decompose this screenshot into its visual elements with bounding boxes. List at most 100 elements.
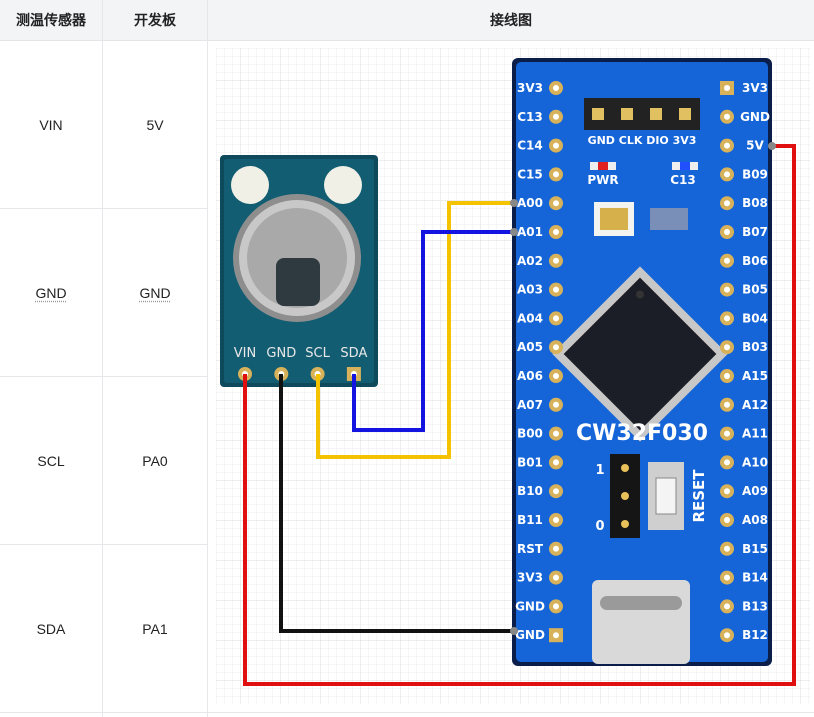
header-pin bbox=[679, 108, 691, 120]
board-pin-label: GND bbox=[740, 110, 770, 124]
board-pin-hole bbox=[724, 517, 730, 523]
table-row-sda-sensor: SDA bbox=[36, 620, 66, 637]
column-divider bbox=[102, 0, 103, 717]
board-pin-hole bbox=[724, 430, 730, 437]
board-pin-hole bbox=[724, 401, 730, 408]
sensor-lens bbox=[276, 258, 320, 306]
board-pin-label: 3V3 bbox=[742, 81, 768, 95]
wire-vin-5v bbox=[243, 144, 796, 686]
regulator bbox=[650, 208, 688, 230]
board-pin-hole bbox=[724, 200, 730, 207]
board-pin-label: B12 bbox=[742, 628, 768, 642]
board-pin-label: B05 bbox=[742, 283, 768, 297]
board-pin-label: B01 bbox=[517, 455, 543, 469]
header-pin bbox=[592, 108, 604, 120]
wire-scl-pa0 bbox=[316, 201, 514, 459]
board-pin-label: A04 bbox=[517, 311, 543, 325]
header-diagram: 接线图 bbox=[208, 0, 814, 41]
header-sensor: 测温传感器 bbox=[0, 0, 102, 41]
board-pin-hole bbox=[724, 344, 730, 351]
board-pin-hole bbox=[724, 545, 730, 552]
wire-endpoint bbox=[510, 627, 518, 635]
board-pin-label: A02 bbox=[517, 254, 543, 268]
board-pin-hole bbox=[553, 632, 559, 639]
board-pin-label: A15 bbox=[742, 369, 768, 383]
jumper-label-0: 0 bbox=[595, 519, 604, 534]
board-pin-hole bbox=[724, 257, 730, 264]
board-pin-label: A00 bbox=[517, 196, 543, 210]
table-row-vin-sensor: VIN bbox=[39, 116, 63, 133]
table-row-vin-board: 5V bbox=[146, 116, 164, 133]
board-pin-label: C14 bbox=[517, 139, 543, 153]
mcu-chip bbox=[552, 266, 728, 442]
table-row-gnd-board: GND bbox=[103, 209, 207, 376]
wire-gnd-gnd bbox=[279, 374, 514, 633]
board-pin-hole bbox=[553, 545, 559, 552]
board-pin-label: A07 bbox=[517, 398, 543, 412]
board-pin-hole bbox=[553, 229, 559, 235]
board-pin-hole bbox=[724, 632, 730, 639]
wires bbox=[243, 144, 796, 686]
header-board: 开发板 bbox=[103, 0, 207, 41]
board-pin-label: B03 bbox=[742, 340, 768, 354]
board-pin-label: B07 bbox=[742, 225, 768, 239]
board-pin-hole bbox=[724, 459, 730, 466]
header-pin bbox=[650, 108, 662, 120]
board-pin-hole bbox=[724, 373, 730, 379]
board-pin-label: B14 bbox=[742, 571, 768, 585]
board-pin-hole bbox=[553, 488, 559, 495]
board-pin-label: B04 bbox=[742, 311, 768, 325]
table-row-sda-board: PA1 bbox=[142, 620, 168, 637]
board-pin-hole bbox=[553, 315, 559, 322]
header-pin bbox=[621, 108, 633, 120]
board-pin-label: GND bbox=[515, 599, 545, 613]
board-pin-hole bbox=[724, 286, 730, 293]
board-pin-hole bbox=[724, 142, 730, 149]
table-row-scl-board: PA0 bbox=[142, 452, 168, 469]
board-pin-label: A12 bbox=[742, 398, 768, 412]
board-pin-hole bbox=[553, 113, 559, 120]
board-pin-label: B09 bbox=[742, 167, 768, 181]
board-pin-label: A10 bbox=[742, 455, 768, 469]
wire-endpoint bbox=[510, 199, 518, 207]
row-divider bbox=[0, 208, 207, 209]
board-pin-label: 5V bbox=[746, 139, 764, 153]
board-name: CW32F030 bbox=[576, 421, 708, 446]
board-pin-hole bbox=[724, 113, 730, 120]
wiring-diagram: VIN GND SCL SDA GND CLK DIO 3V3 PWR C13 CW3… bbox=[216, 48, 810, 704]
board-pin-label: B11 bbox=[517, 513, 543, 527]
board-pin-label: RST bbox=[517, 542, 544, 556]
board-pin-hole bbox=[724, 603, 730, 610]
board-pin-label: A05 bbox=[517, 340, 543, 354]
sensor-pin-label: SDA bbox=[340, 346, 367, 361]
column-divider bbox=[207, 0, 208, 717]
board-pin-label: B13 bbox=[742, 599, 768, 613]
header-pins-label: GND CLK DIO 3V3 bbox=[588, 134, 697, 147]
board-pin-hole bbox=[553, 401, 559, 408]
board-pin-hole bbox=[724, 574, 730, 581]
board-pin-hole bbox=[553, 430, 559, 437]
jumper-label-1: 1 bbox=[595, 463, 604, 478]
board-pin-hole bbox=[553, 603, 559, 610]
board-pin-label: A03 bbox=[517, 283, 543, 297]
board-pin-hole bbox=[553, 344, 559, 351]
board-pin-label: A01 bbox=[517, 225, 543, 239]
table-cell-text: GND bbox=[35, 284, 67, 301]
sensor-pin-label: VIN bbox=[234, 346, 256, 361]
board-pin-label: GND bbox=[515, 628, 545, 642]
board-pin-label: A08 bbox=[742, 513, 768, 527]
board-pin-hole bbox=[553, 459, 559, 466]
sensor-pin-label: SCL bbox=[305, 346, 330, 361]
board-pin-hole bbox=[553, 286, 559, 293]
board-pin-label: A11 bbox=[742, 427, 768, 441]
table-cell-text: GND bbox=[139, 284, 171, 301]
board-pin-label: B00 bbox=[517, 427, 543, 441]
cw32f030-board: GND CLK DIO 3V3 PWR C13 CW32F030 1 0 RES… bbox=[512, 58, 772, 666]
board-pin-label: A09 bbox=[742, 484, 768, 498]
led-label-pwr: PWR bbox=[587, 173, 618, 187]
board-pin-hole bbox=[724, 315, 730, 322]
board-pin-hole bbox=[724, 229, 730, 235]
board-pin-label: C13 bbox=[517, 110, 543, 124]
